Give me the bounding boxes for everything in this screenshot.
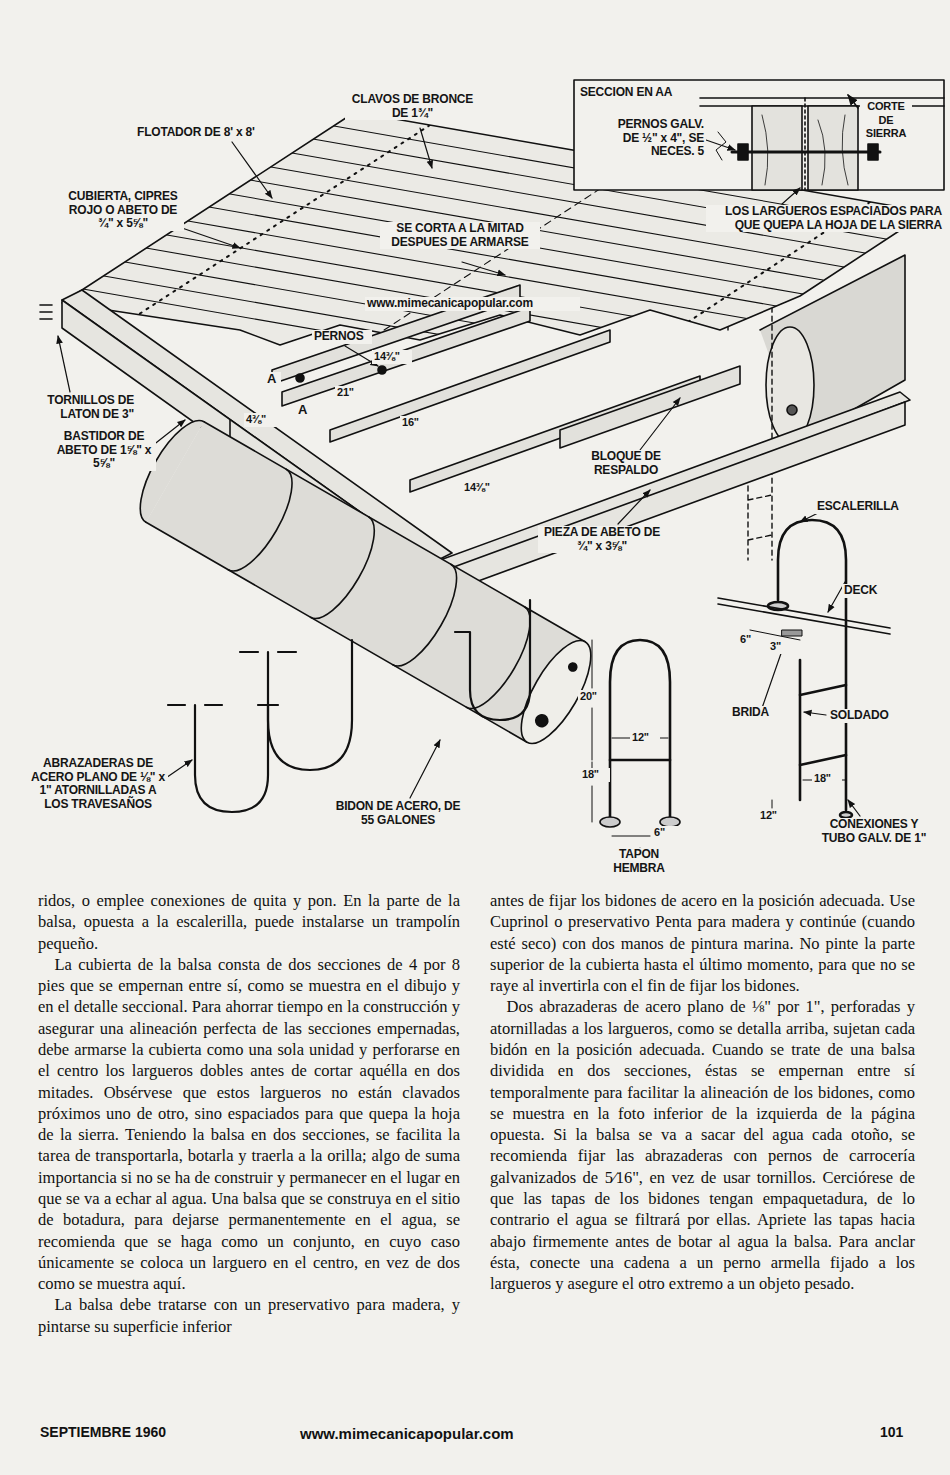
article-paragraph: ridos, o emplee conexiones de quita y po… bbox=[38, 890, 460, 954]
part-label: BIDON DE ACERO, DE 55 GALONES bbox=[328, 800, 468, 827]
dimension: 18" bbox=[812, 772, 842, 786]
dimension: 6" bbox=[738, 633, 762, 647]
dimension: 18" bbox=[580, 768, 610, 782]
nail-note: CLAVOS DE BRONCE DE 1¾" bbox=[345, 93, 480, 120]
ladder-detail bbox=[718, 520, 890, 818]
dimension: 20" bbox=[578, 690, 608, 704]
stringers bbox=[272, 285, 740, 492]
dimension: 3" bbox=[768, 640, 792, 654]
note: CORTE DE SIERRA bbox=[860, 100, 912, 141]
part-label: SOLDADO bbox=[828, 709, 908, 723]
article-paragraph: Dos abrazaderas de acero plano de ⅛" por… bbox=[490, 996, 915, 1294]
dimension: 21" bbox=[335, 386, 365, 400]
dimension: 6" bbox=[652, 826, 680, 840]
part-label: FLOTADOR DE 8' x 8' bbox=[135, 126, 300, 140]
part-label: CONEXIONES Y TUBO GALV. DE 1" bbox=[810, 818, 938, 845]
page-number: 101 bbox=[880, 1424, 903, 1440]
dimension: 14⅜" bbox=[372, 350, 412, 364]
dimension: 16" bbox=[400, 416, 430, 430]
dimension: 12" bbox=[630, 731, 660, 745]
part-label: TORNILLOS DE LATON DE 3" bbox=[28, 394, 136, 421]
part-label: PERNOS GALV. DE ½" x 4", SE NECES. 5 bbox=[600, 118, 706, 159]
watermark: www.mimecanicapopular.com bbox=[365, 297, 580, 311]
note: LOS LARGUEROS ESPACIADOS PARA QUE QUEPA … bbox=[706, 205, 944, 232]
dimension: 12" bbox=[758, 809, 788, 823]
part-label: PIEZA DE ABETO DE ¾" x 3⅝" bbox=[538, 526, 666, 553]
part-label: DECK bbox=[842, 584, 892, 598]
part-label: CUBIERTA, CIPRES ROJO O ABETO DE ¾" x 5⅝… bbox=[62, 190, 184, 231]
note: SE CORTA A LA MITAD DESPUES DE ARMARSE bbox=[380, 222, 540, 249]
section-aa-detail bbox=[574, 80, 944, 190]
part-label: BASTIDOR DE ABETO DE 1⅝" x 5⅝" bbox=[52, 430, 156, 471]
part-label: ESCALERILLA bbox=[815, 500, 925, 514]
steel-clamps bbox=[168, 600, 530, 812]
article-paragraph: La balsa debe tratarse con un preservati… bbox=[38, 1294, 460, 1337]
part-label: TAPON HEMBRA bbox=[606, 848, 672, 875]
dimension: 14⅜" bbox=[462, 481, 502, 495]
part-label: BLOQUE DE RESPALDO bbox=[588, 450, 664, 477]
part-label: ABRAZADERAS DE ACERO PLANO DE ⅛" x 1" AT… bbox=[28, 757, 168, 811]
section-title: SECCION EN AA bbox=[578, 86, 693, 100]
article-paragraph: La cubierta de la balsa consta de dos se… bbox=[38, 954, 460, 1295]
steel-drum bbox=[127, 411, 604, 753]
part-label: BRIDA bbox=[730, 706, 786, 720]
page-date: SEPTIEMBRE 1960 bbox=[40, 1424, 166, 1440]
dimension: 4⅜" bbox=[244, 413, 280, 427]
watermark: www.mimecanicapopular.com bbox=[300, 1425, 514, 1442]
section-marker: A bbox=[296, 403, 312, 417]
ladder-dimensions bbox=[592, 640, 846, 871]
article-paragraph: antes de fijar los bidones de acero en l… bbox=[490, 890, 915, 996]
part-label: PERNOS bbox=[312, 330, 372, 344]
section-marker: A bbox=[265, 372, 281, 386]
